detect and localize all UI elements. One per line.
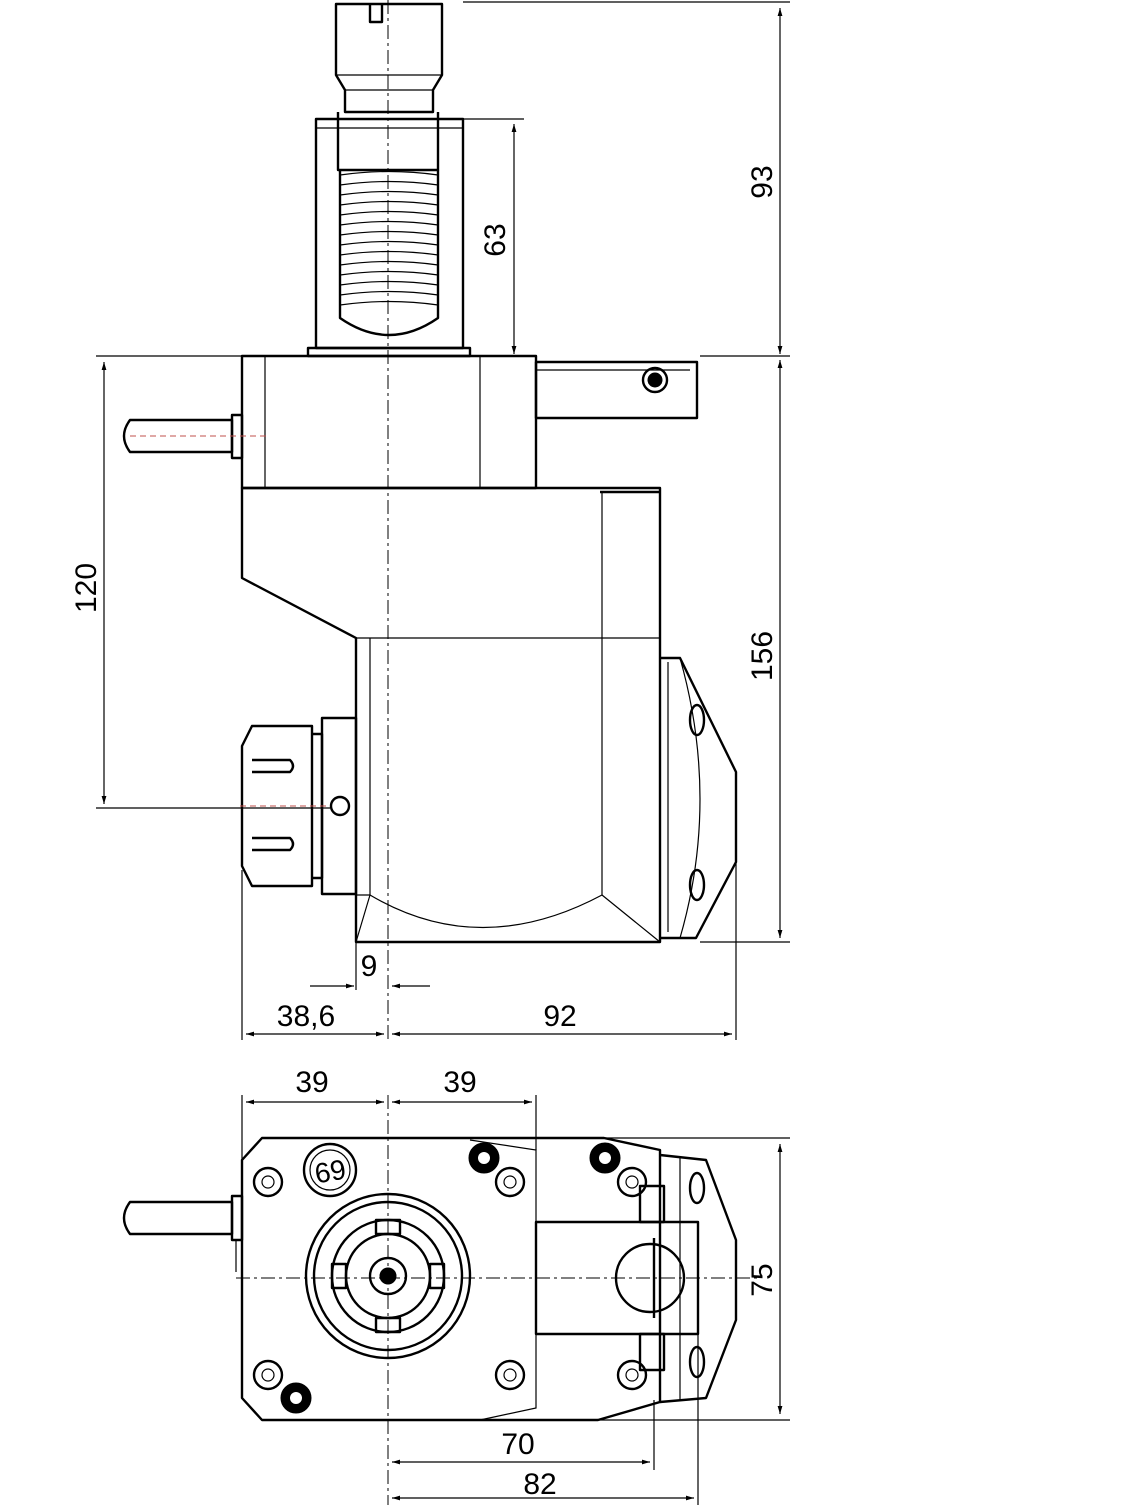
- dim-lines-bottom: [241, 1095, 790, 1505]
- dim-93: 93: [746, 165, 779, 198]
- dim-75: 75: [746, 1263, 779, 1296]
- housing-lower: [240, 486, 662, 944]
- housing-upper: [122, 354, 699, 490]
- dim-82: 82: [523, 1468, 556, 1501]
- shank: [306, 2, 472, 358]
- dim-lines-top: [96, 1, 790, 1040]
- dim-39-right: 39: [443, 1066, 476, 1099]
- thread-grooves: [339, 170, 439, 306]
- bottom-view: 69: [122, 1066, 790, 1505]
- dim-120: 120: [70, 563, 103, 613]
- dim-156: 156: [746, 631, 779, 681]
- screws: [252, 1166, 648, 1391]
- right-flange: [660, 656, 738, 940]
- dim-92: 92: [543, 1000, 576, 1033]
- dim-39-left: 39: [295, 1066, 328, 1099]
- dim-38-6: 38,6: [277, 1000, 335, 1033]
- dim-9: 9: [361, 950, 378, 983]
- symbol-numeral: 69: [312, 1154, 348, 1190]
- dowel-pins: [280, 1142, 621, 1414]
- collet-nut: [240, 716, 358, 896]
- dim-63: 63: [479, 223, 512, 256]
- side-view: 93 63 156 120 9 38,6 92: [70, 0, 790, 1040]
- dim-70: 70: [501, 1428, 534, 1461]
